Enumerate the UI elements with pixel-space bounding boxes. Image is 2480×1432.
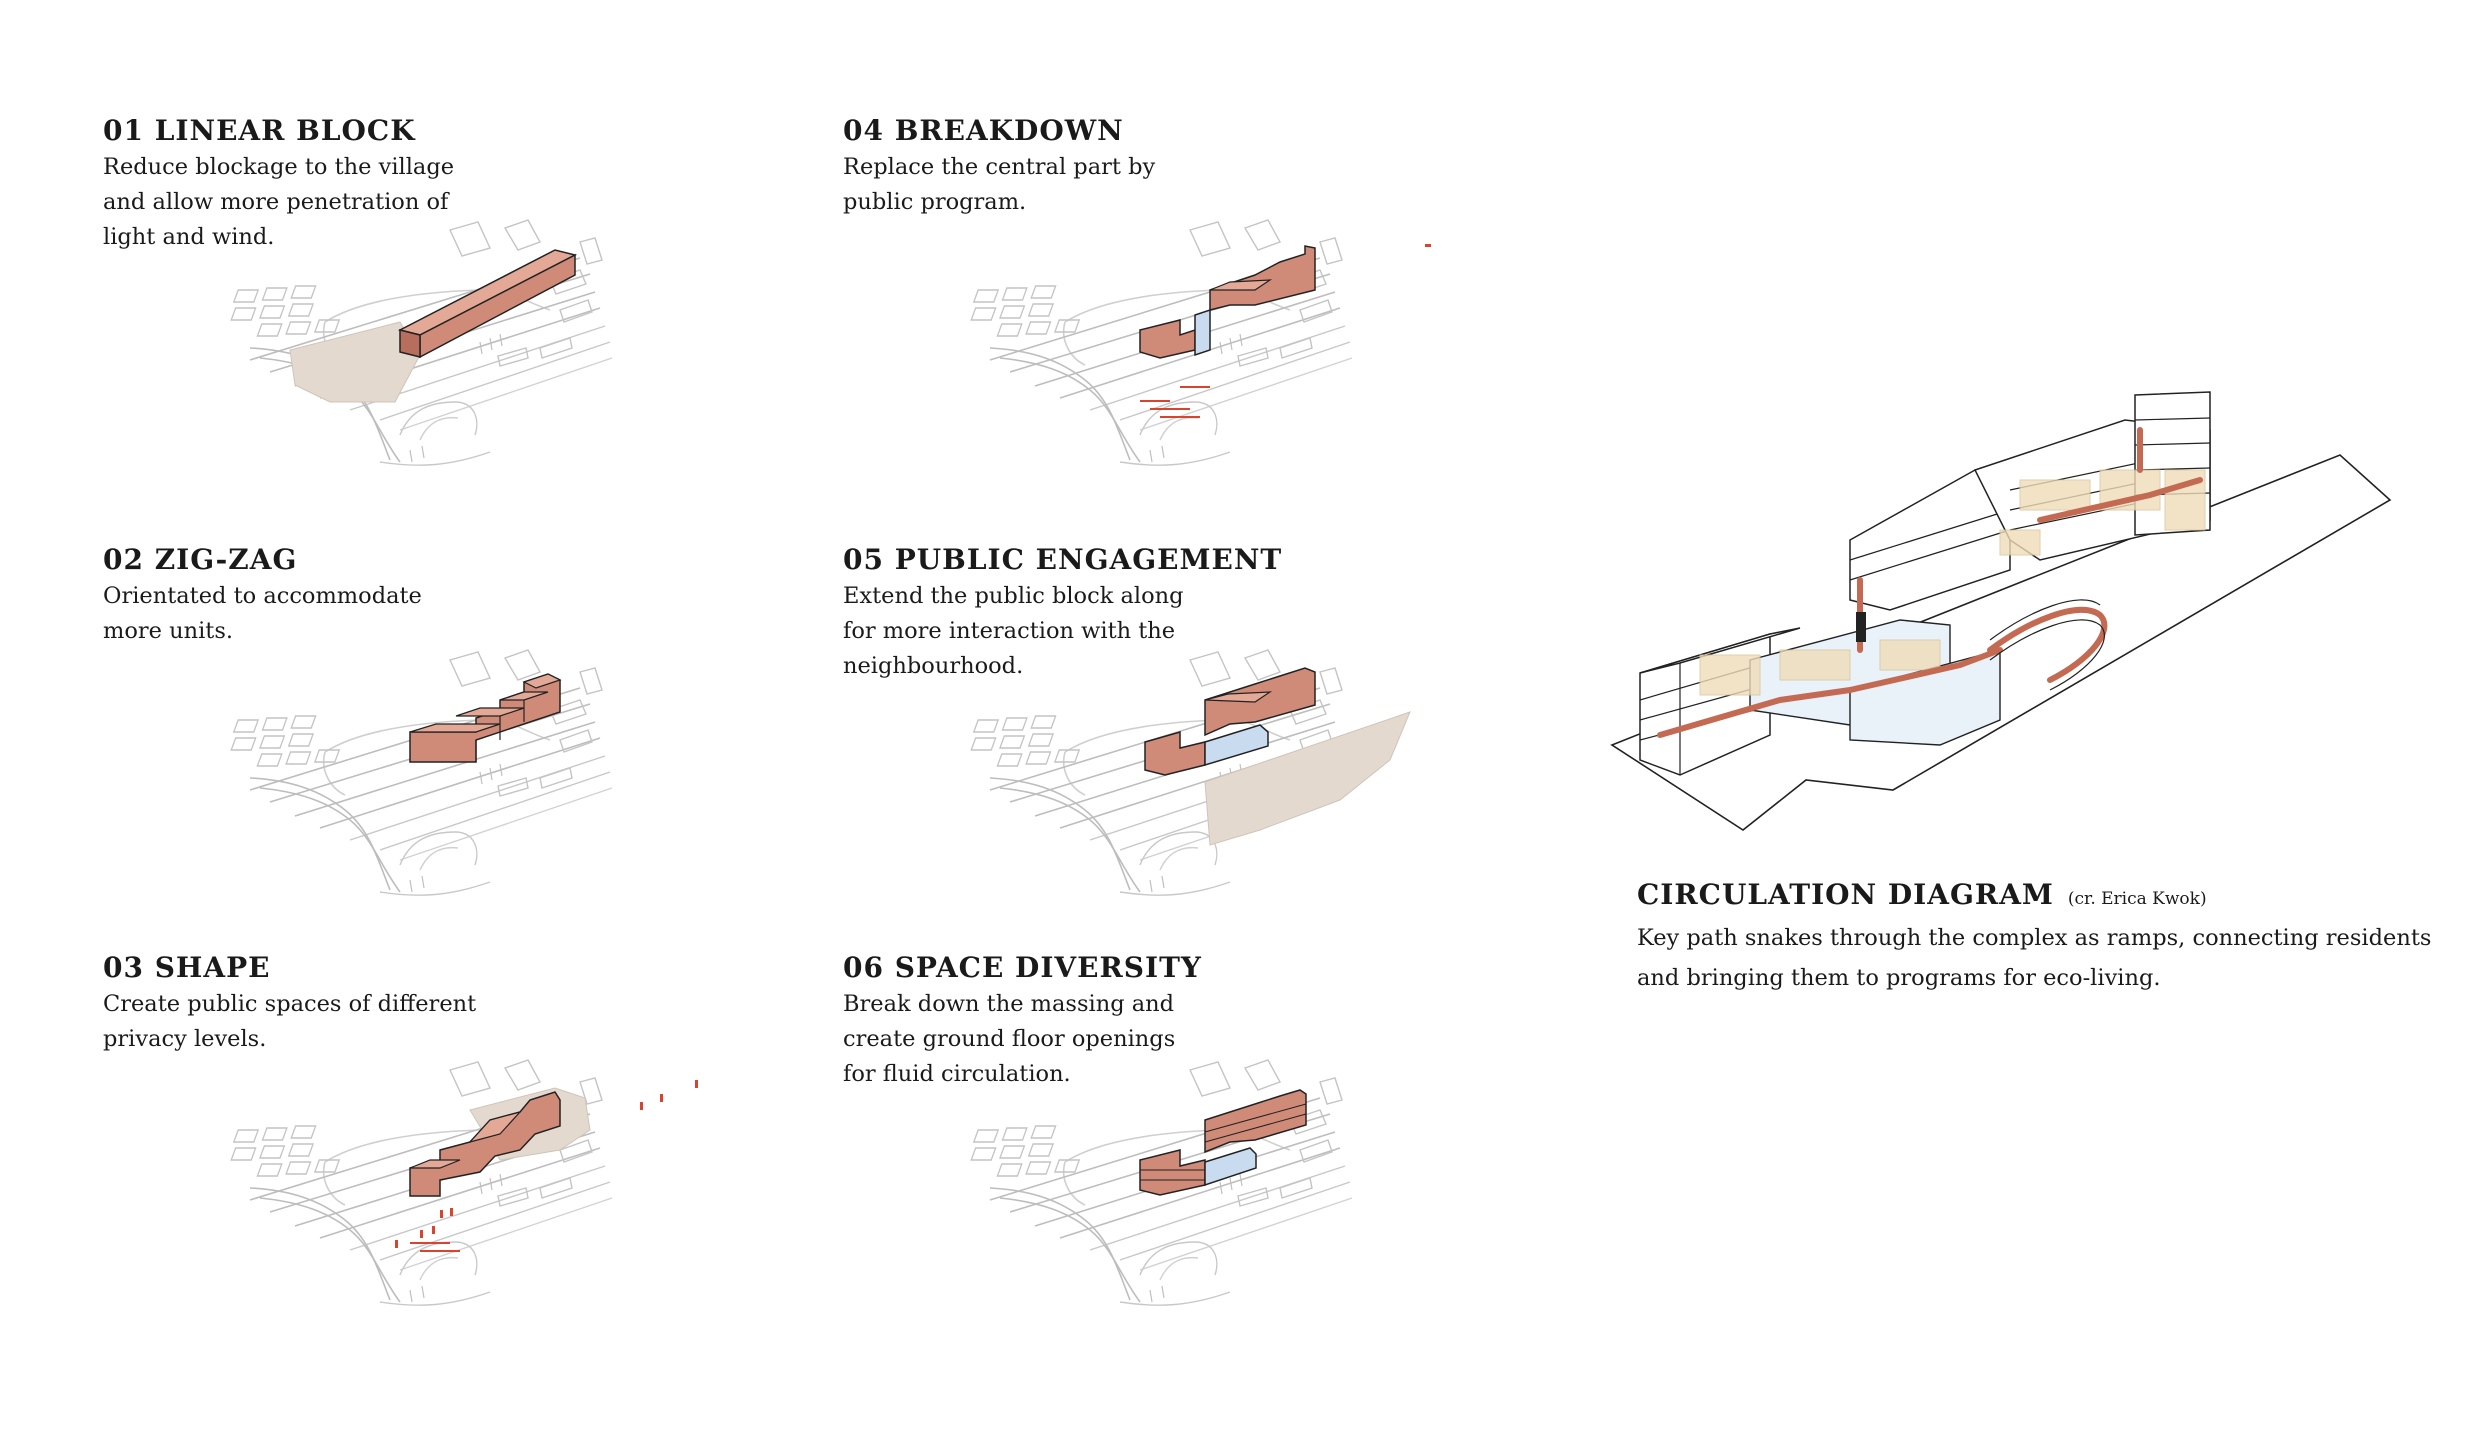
step-04-massing [1140,246,1315,358]
circulation-axonometric [1612,392,2390,830]
circulation-core [1856,612,1866,642]
step-06-massing [1140,1090,1306,1195]
step-01-linear-block [400,250,575,357]
step-02-zigzag-block [410,674,560,762]
